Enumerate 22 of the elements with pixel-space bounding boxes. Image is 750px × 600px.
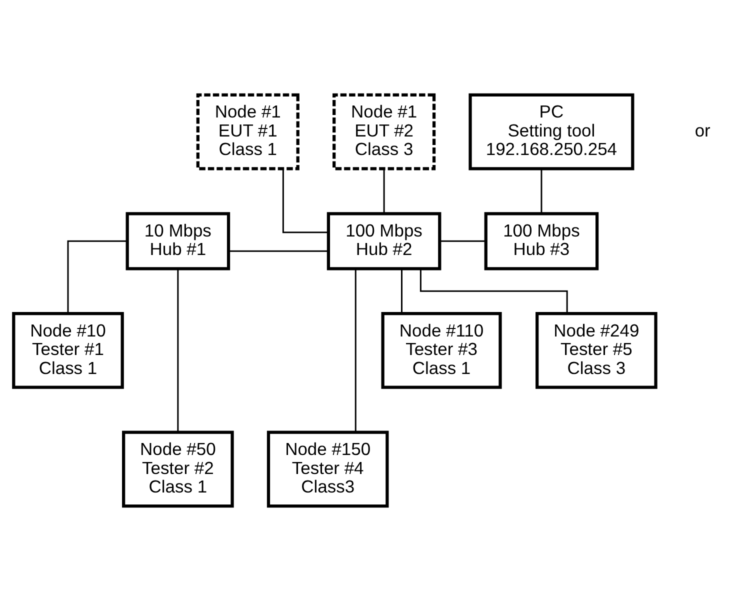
- node-box: Node #150 Tester #4 Class3: [266, 430, 389, 508]
- node-box: Node #1 EUT #2 Class 3: [332, 92, 436, 170]
- connector: [401, 268, 402, 313]
- connector: [282, 168, 328, 233]
- node-box: 100 Mbps Hub #3: [484, 212, 599, 270]
- node-box: Node #10 Tester #1 Class 1: [12, 312, 124, 388]
- connector: [67, 240, 128, 313]
- node-box: PC Setting tool 192.168.250.254: [468, 92, 634, 170]
- node-box: Node #249 Tester #5 Class 3: [536, 312, 658, 388]
- node-box: 10 Mbps Hub #1: [126, 212, 230, 270]
- node-box: 100 Mbps Hub #2: [326, 212, 442, 270]
- connector: [420, 268, 568, 314]
- node-box: Node #1 EUT #1 Class 1: [196, 92, 300, 170]
- connector: [228, 250, 328, 252]
- connector: [383, 168, 385, 214]
- connector: [354, 268, 356, 432]
- node-box: Node #110 Tester #3 Class 1: [381, 312, 502, 388]
- label: or: [694, 120, 710, 140]
- node-box: Node #50 Tester #2 Class 1: [122, 430, 234, 508]
- connector: [540, 168, 542, 214]
- connector: [177, 268, 179, 432]
- connector: [440, 240, 486, 242]
